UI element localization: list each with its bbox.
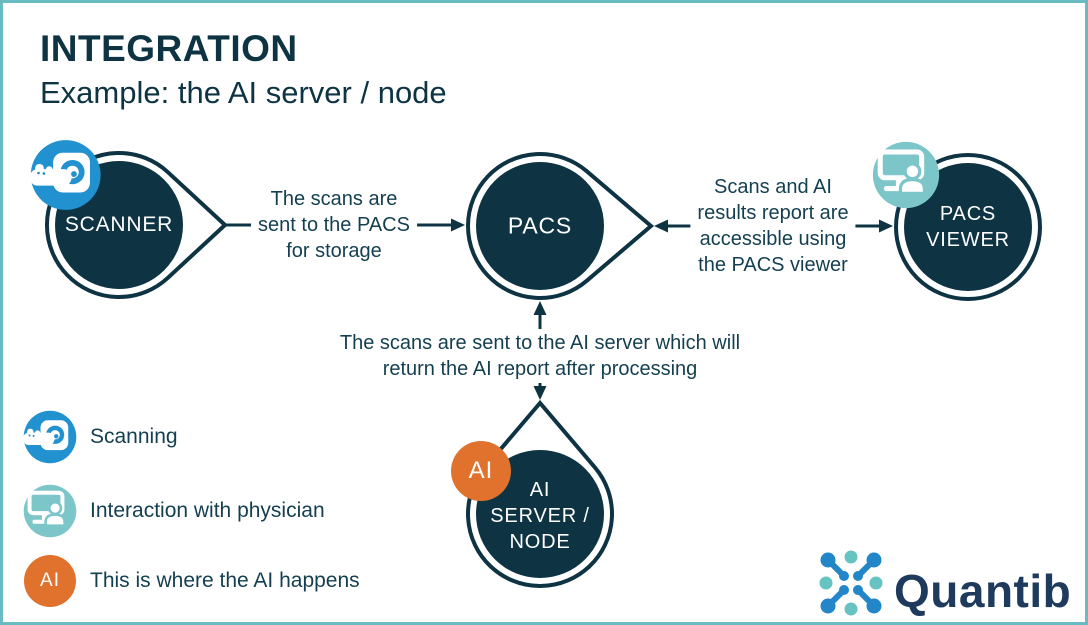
ai-node-badge-label: AI — [468, 457, 494, 484]
legend-label-scanning: Scanning — [90, 425, 178, 448]
annotation-pacs-to-viewer: Scans and AI results report are accessib… — [690, 173, 856, 279]
annotation-scan-to-pacs: The scans are sent to the PACS for stora… — [251, 185, 417, 265]
mri-scanner-icon — [23, 410, 77, 464]
pacs-viewer-node — [894, 153, 1042, 301]
legend-item-scanning: Scanning — [23, 410, 178, 464]
legend-label-ai: This is where the AI happens — [90, 569, 360, 592]
quantib-logo-wordmark: Quantib — [894, 565, 1072, 617]
page-subtitle: Example: the AI server / node — [40, 75, 447, 110]
ai-circle-badge — [24, 555, 76, 607]
legend-ai-badge-label: AI — [40, 570, 60, 591]
pacs-node — [466, 152, 655, 300]
mri-scanner-icon — [29, 140, 101, 210]
annotation-pacs-to-ai: The scans are sent to the AI server whic… — [332, 329, 748, 383]
page-title: INTEGRATION — [40, 28, 298, 69]
legend-item-ai: This is where the AI happens — [23, 554, 360, 608]
ai-server-node-label: AI SERVER / NODE — [490, 479, 590, 553]
quantib-logo-icon — [819, 550, 883, 616]
monitor-physician-icon — [873, 142, 939, 208]
monitor-physician-icon — [23, 484, 77, 538]
scanner-node-label: SCANNER — [64, 213, 174, 236]
legend-item-interaction: Interaction with physician — [23, 484, 325, 538]
legend-label-interaction: Interaction with physician — [90, 499, 325, 522]
pacs-node-label: PACS — [507, 212, 573, 239]
pacs-viewer-node-label: PACS VIEWER — [926, 203, 1010, 251]
ai-circle-badge — [451, 441, 511, 501]
